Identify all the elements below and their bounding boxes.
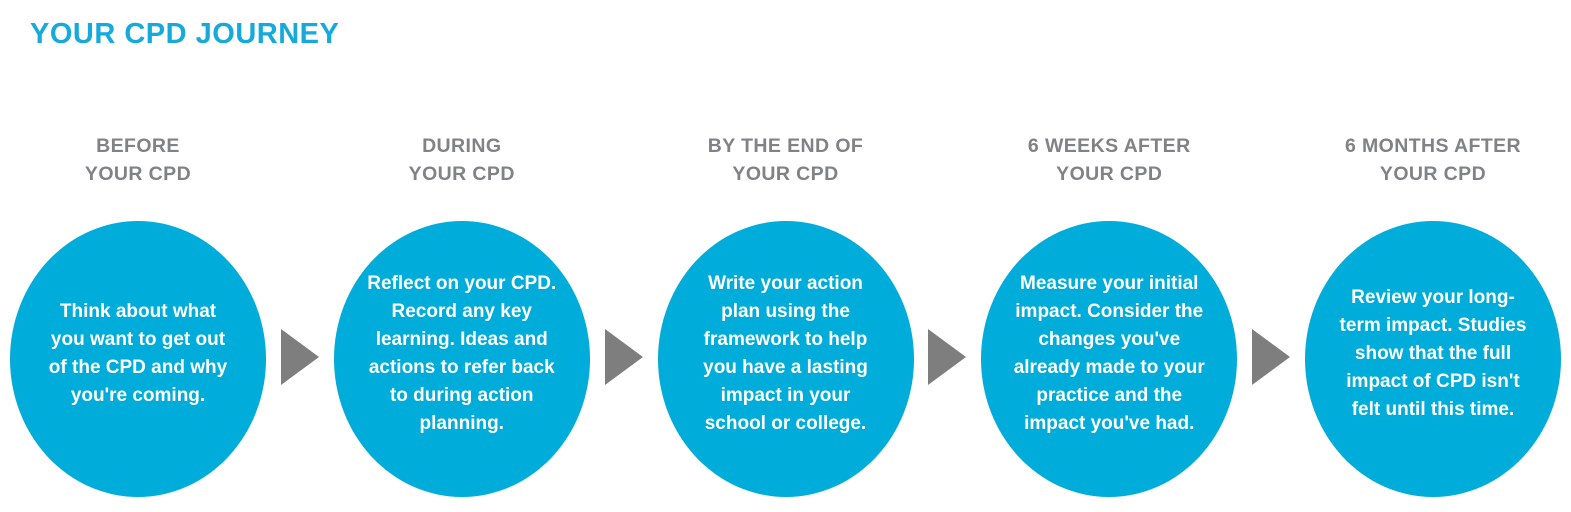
stage-end-of-your-cpd: BY THE END OF YOUR CPD Write your action… [657, 132, 914, 497]
stage-circle: Write your action plan using the framewo… [657, 221, 914, 497]
arrow-column [590, 132, 658, 385]
stage-before-your-cpd: BEFORE YOUR CPD Think about what you wan… [10, 132, 266, 497]
stage-circle: Review your long- term impact. Studies s… [1305, 221, 1561, 497]
stage-6-months-after-cpd: 6 MONTHS AFTER YOUR CPD Review your long… [1305, 132, 1561, 497]
page-title: YOUR CPD JOURNEY [30, 18, 340, 50]
stage-heading: BEFORE YOUR CPD [84, 135, 192, 185]
arrow-right-icon [1252, 329, 1291, 385]
stage-body-text: Review your long- term impact. Studies s… [1339, 287, 1527, 420]
arrow-right-icon [280, 329, 319, 385]
stage-heading: 6 MONTHS AFTER YOUR CPD [1344, 135, 1522, 185]
arrow-column [914, 132, 982, 385]
stage-6-weeks-after-cpd: 6 WEEKS AFTER YOUR CPD Measure your init… [981, 132, 1238, 497]
arrow-right-icon [928, 329, 967, 385]
stage-circle: Reflect on your CPD. Record any key lear… [333, 221, 590, 497]
stage-during-your-cpd: DURING YOUR CPD Reflect on your CPD. Rec… [333, 132, 590, 497]
stage-heading: 6 WEEKS AFTER YOUR CPD [1027, 135, 1191, 185]
stage-body-text: Measure your initial impact. Consider th… [1013, 273, 1205, 434]
arrow-right-icon [604, 329, 643, 385]
stage-body-text: Reflect on your CPD. Record any key lear… [367, 273, 557, 434]
stage-heading: BY THE END OF YOUR CPD [707, 135, 864, 185]
stage-heading: DURING YOUR CPD [408, 135, 515, 185]
stage-body-text: Think about what you want to get out of … [48, 301, 228, 406]
stage-circle: Measure your initial impact. Consider th… [981, 221, 1238, 497]
arrow-column [266, 132, 334, 385]
stage-circle: Think about what you want to get out of … [10, 221, 266, 497]
arrow-column [1237, 132, 1305, 385]
journey-row: BEFORE YOUR CPD Think about what you wan… [0, 132, 1571, 497]
stage-body-text: Write your action plan using the framewo… [703, 273, 868, 434]
